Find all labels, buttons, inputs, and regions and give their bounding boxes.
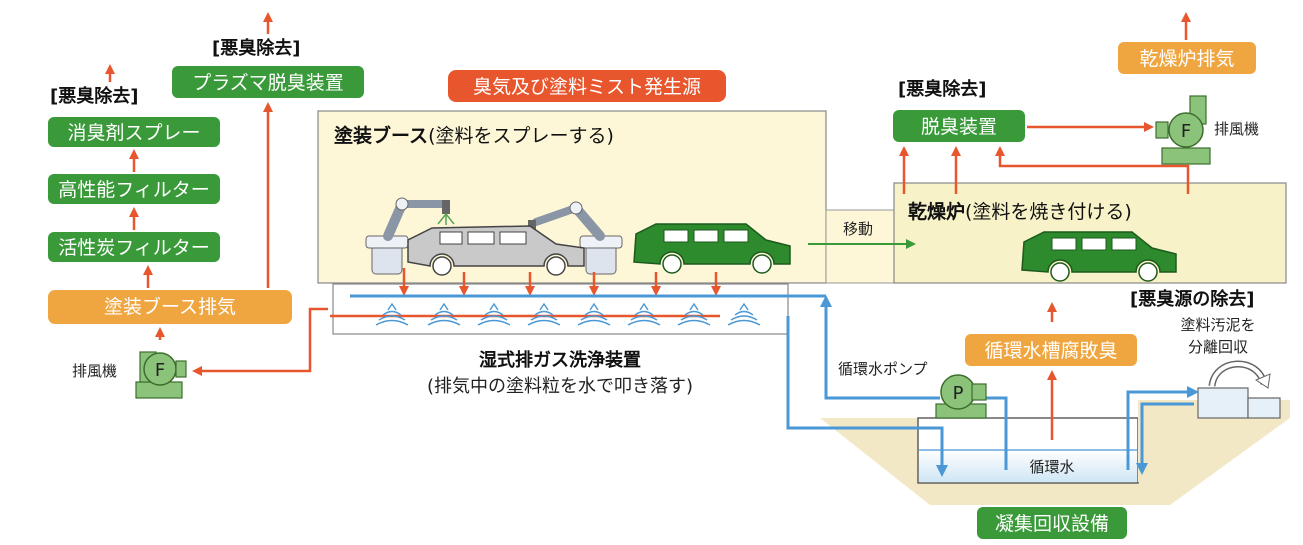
left-fan-symbol: F (155, 360, 165, 381)
left-fan-label: 排風機 (72, 362, 117, 380)
circulation-water (919, 450, 1137, 482)
odor-removal-label-left: [悪臭除去] (50, 85, 138, 107)
sludge-label-2: 分離回収 (1188, 338, 1248, 356)
tank-odor-label: 循環水槽腐敗臭 (984, 340, 1117, 362)
aggregation-label: 凝集回収設備 (995, 513, 1109, 535)
paint-robot-left (365, 197, 455, 275)
pump-symbol: P (953, 383, 964, 404)
activated-carbon-label: 活性炭フィルター (58, 237, 210, 259)
scrubber-subtitle: (排気中の塗料粒を水で叩き落す) (427, 375, 693, 397)
plasma-deodorizer-label: プラズマ脱臭装置 (192, 72, 344, 94)
odor-source-removal-label: [悪臭源の除去] (1130, 288, 1254, 310)
oven-fan-symbol: F (1181, 121, 1191, 142)
odor-source-label: 臭気及び塗料ミスト発生源 (473, 75, 701, 98)
odor-source-badge (448, 70, 726, 102)
odor-removal-label-oven: [悪臭除去] (898, 78, 986, 100)
aggregation-box (977, 507, 1127, 539)
left-exhaust-fan: F (135, 351, 187, 399)
car-in-oven (1021, 231, 1177, 282)
oven-exhaust-label: 乾燥炉排気 (1139, 48, 1234, 70)
deodorant-spray-box (48, 117, 220, 147)
circulation-water-label: 循環水 (1029, 458, 1074, 476)
booth-exhaust-box (48, 290, 292, 324)
oven-fan-label: 排風機 (1214, 120, 1259, 138)
booth-subtitle: (塗料をスプレーする) (428, 124, 614, 147)
water-spray-nozzles (375, 302, 761, 326)
hepa-filter-box (48, 174, 220, 204)
odor-removal-label-plasma: [悪臭除去] (212, 37, 300, 59)
deodorizer-box (893, 110, 1025, 142)
transfer-area (825, 209, 895, 284)
booth-exhaust-label: 塗装ブース排気 (104, 295, 236, 318)
oven-subtitle: (塗料を焼き付ける) (965, 200, 1132, 223)
scrubber-area (332, 283, 789, 335)
oven-title: 乾燥炉 (908, 200, 965, 223)
booth-title: 塗装ブース (334, 124, 428, 147)
sludge-label-1: 塗料汚泥を (1180, 316, 1255, 334)
activated-carbon-box (48, 232, 220, 262)
circulation-pump: P (935, 374, 987, 419)
oven-exhaust-fan: F (1155, 95, 1211, 165)
transfer-label: 移動 (843, 220, 873, 238)
plasma-deodorizer-box (172, 66, 364, 98)
car-body-unpainted (407, 225, 585, 276)
deodorizer-label: 脱臭装置 (921, 116, 997, 138)
tank-odor-box (965, 334, 1137, 366)
booth-downdraft-arrows (399, 268, 721, 296)
pump-label: 循環水ポンプ (838, 360, 928, 378)
scrubber-title: 湿式排ガス洗浄装置 (479, 349, 641, 371)
hepa-filter-label: 高性能フィルター (58, 179, 210, 201)
oven-exhaust-box (1118, 42, 1256, 74)
deodorant-spray-label: 消臭剤スプレー (67, 122, 200, 144)
booth-title-group: 塗装ブース(塗料をスプレーする) (334, 124, 614, 147)
oven-title-group: 乾燥炉(塗料を焼き付ける) (908, 200, 1132, 223)
car-body-painted (633, 223, 791, 274)
sludge-separator (1197, 360, 1281, 419)
